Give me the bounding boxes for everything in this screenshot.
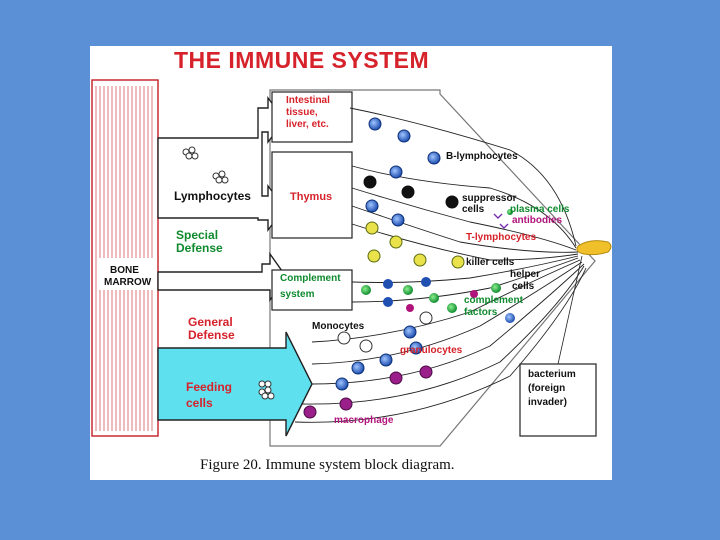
big-arrow-outline bbox=[269, 89, 596, 447]
macrophage-label: macrophage bbox=[334, 415, 394, 426]
special-defense-label-1: Special bbox=[176, 228, 219, 242]
complement-factors-label-2: factors bbox=[464, 307, 498, 318]
bone-marrow-label-2: MARROW bbox=[104, 277, 152, 288]
complement-factor-cells bbox=[361, 277, 515, 323]
suppressor-cells-label-2: cells bbox=[462, 204, 485, 215]
b-lymphocytes-label: B-lymphocytes bbox=[446, 151, 518, 162]
granulocyte-cells bbox=[335, 325, 423, 391]
lymphocyte-cells bbox=[182, 146, 275, 400]
complement-system-box bbox=[271, 269, 353, 311]
granulocytes-label: granulocytes bbox=[400, 345, 463, 356]
killer-cells-label: killer cells bbox=[466, 257, 515, 268]
bone-marrow-label-1: BONE bbox=[110, 265, 139, 276]
bacterium-shape bbox=[576, 240, 612, 256]
general-defense-label-2: Defense bbox=[188, 328, 235, 342]
plasma-cells-label: plasma cells bbox=[510, 204, 570, 215]
feeding-cells-label-1: Feeding bbox=[186, 380, 233, 394]
complement-label-2: system bbox=[280, 289, 315, 300]
intestinal-label-1: Intestinal bbox=[286, 95, 330, 106]
general-defense-arrow bbox=[157, 251, 288, 303]
thymus-box bbox=[271, 151, 353, 239]
bacterium-label-1: bacterium bbox=[528, 369, 576, 380]
t-lymphocytes-label: T-lymphocytes bbox=[466, 232, 537, 243]
monocyte-cells bbox=[337, 311, 433, 353]
general-defense-label-1: General bbox=[188, 315, 233, 329]
antibodies-label: antibodies bbox=[512, 215, 563, 226]
bacterium-label-2: (foreign bbox=[528, 383, 566, 394]
t-lymphocyte-cells bbox=[365, 221, 465, 269]
diagram-title: THE IMMUNE SYSTEM bbox=[174, 47, 430, 73]
immune-system-diagram bbox=[91, 79, 612, 447]
thymus-label: Thymus bbox=[290, 191, 333, 203]
special-defense-label-2: Defense bbox=[176, 241, 223, 255]
complement-factors-label-1: complement bbox=[464, 295, 523, 306]
complement-label-1: Complement bbox=[280, 273, 341, 284]
bacterium-label-3: invader) bbox=[528, 397, 567, 408]
figure-caption: Figure 20. Immune system block diagram. bbox=[200, 457, 455, 473]
lymphocytes-label: Lymphocytes bbox=[174, 189, 251, 203]
monocytes-label: Monocytes bbox=[312, 321, 365, 332]
helper-cells-label-1: helper bbox=[510, 269, 541, 280]
feeding-cells-label-2: cells bbox=[186, 396, 213, 410]
slide: THE IMMUNE SYSTEM Intestinal tissue, liv… bbox=[90, 46, 612, 480]
antibody-marks bbox=[493, 209, 513, 229]
suppressor-cells bbox=[363, 175, 459, 209]
feeding-cells-arrow bbox=[157, 331, 313, 437]
intestinal-label-2: tissue, bbox=[286, 107, 318, 118]
intestinal-tissue-box bbox=[271, 91, 353, 143]
lymphocytes-arrow-shape bbox=[157, 95, 286, 233]
b-lymphocyte-cells bbox=[365, 117, 441, 227]
intestinal-label-3: liver, etc. bbox=[286, 119, 329, 130]
macrophage-cells bbox=[303, 365, 433, 419]
helper-cells-label-2: cells bbox=[512, 281, 535, 292]
suppressor-cells-label-1: suppressor bbox=[462, 193, 517, 204]
